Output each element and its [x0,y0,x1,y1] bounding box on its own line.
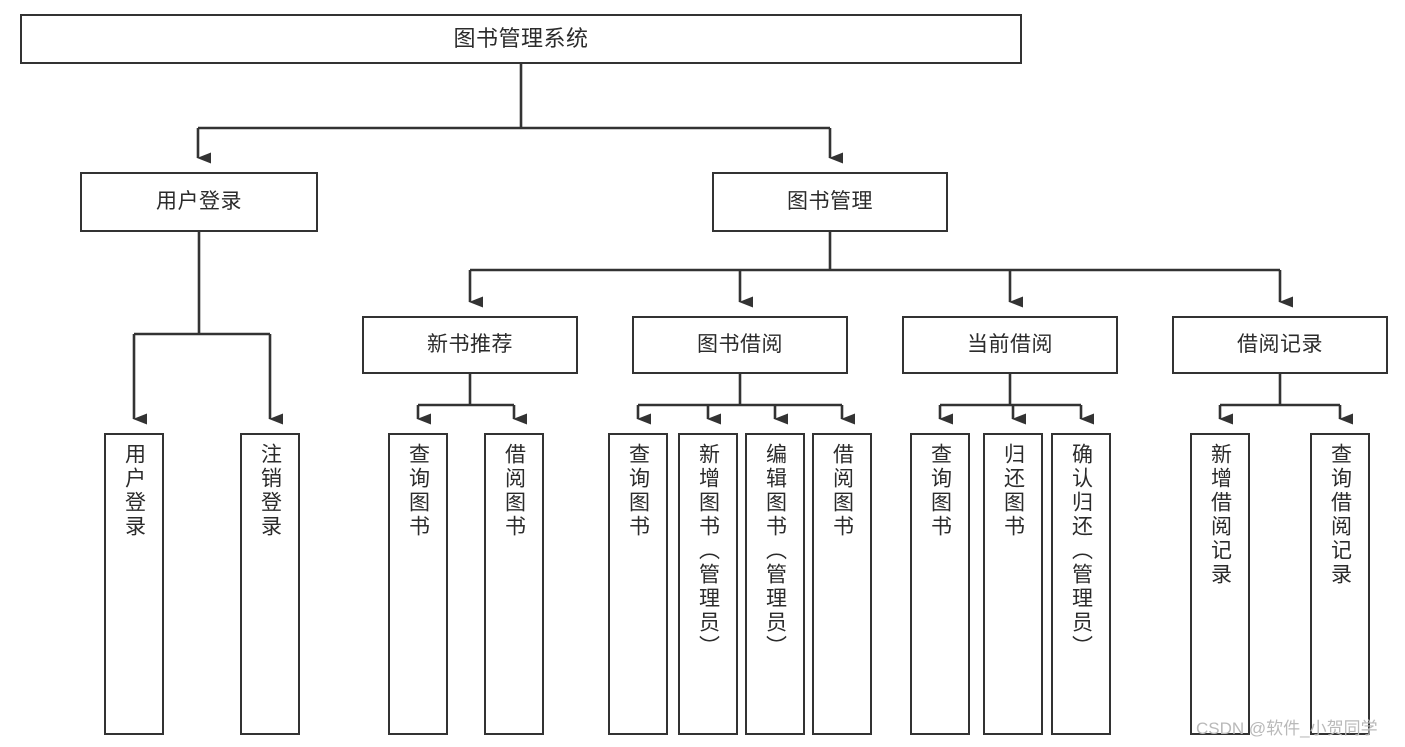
node-leaf-query-borrow-record-label: 查询借阅记录 [1328,443,1352,587]
node-borrow-record-label: 借阅记录 [1237,332,1323,356]
node-leaf-return-book-label: 归还图书 [1001,443,1025,539]
node-leaf-add-book-admin-label: 新增图书（管理员） [696,443,720,659]
node-leaf-borrow-book-1[interactable]: 借阅图书 [484,433,544,735]
node-leaf-user-login[interactable]: 用户登录 [104,433,164,735]
node-leaf-return-book[interactable]: 归还图书 [983,433,1043,735]
node-user-login-label: 用户登录 [156,189,242,213]
watermark-text: CSDN @软件_小贺同学 [1196,719,1378,738]
node-leaf-query-book-1[interactable]: 查询图书 [388,433,448,735]
node-leaf-user-login-label: 用户登录 [122,443,146,539]
node-leaf-edit-book-admin-label: 编辑图书（管理员） [763,443,787,659]
node-leaf-borrow-book-2-label: 借阅图书 [830,443,854,539]
node-book-borrow[interactable]: 图书借阅 [632,316,848,374]
node-leaf-query-book-3-label: 查询图书 [928,443,952,539]
node-leaf-query-borrow-record[interactable]: 查询借阅记录 [1310,433,1370,735]
node-book-borrow-label: 图书借阅 [697,332,783,356]
node-leaf-logout-login-label: 注销登录 [258,443,282,539]
node-current-borrow[interactable]: 当前借阅 [902,316,1118,374]
node-leaf-add-book-admin[interactable]: 新增图书（管理员） [678,433,738,735]
node-borrow-record[interactable]: 借阅记录 [1172,316,1388,374]
node-leaf-confirm-return-admin[interactable]: 确认归还（管理员） [1051,433,1111,735]
node-new-book-recommend[interactable]: 新书推荐 [362,316,578,374]
node-leaf-confirm-return-admin-label: 确认归还（管理员） [1069,443,1093,659]
node-leaf-borrow-book-1-label: 借阅图书 [502,443,526,539]
node-current-borrow-label: 当前借阅 [967,332,1053,356]
node-book-management-label: 图书管理 [787,189,873,213]
node-user-login[interactable]: 用户登录 [80,172,318,232]
node-leaf-query-book-1-label: 查询图书 [406,443,430,539]
node-book-management[interactable]: 图书管理 [712,172,948,232]
node-leaf-edit-book-admin[interactable]: 编辑图书（管理员） [745,433,805,735]
node-new-book-recommend-label: 新书推荐 [427,332,513,356]
node-root[interactable]: 图书管理系统 [20,14,1022,64]
node-leaf-query-book-2[interactable]: 查询图书 [608,433,668,735]
node-leaf-logout-login[interactable]: 注销登录 [240,433,300,735]
node-leaf-add-borrow-record-label: 新增借阅记录 [1208,443,1232,587]
node-root-label: 图书管理系统 [453,26,589,52]
node-leaf-query-book-3[interactable]: 查询图书 [910,433,970,735]
node-leaf-add-borrow-record[interactable]: 新增借阅记录 [1190,433,1250,735]
node-leaf-borrow-book-2[interactable]: 借阅图书 [812,433,872,735]
node-leaf-query-book-2-label: 查询图书 [626,443,650,539]
